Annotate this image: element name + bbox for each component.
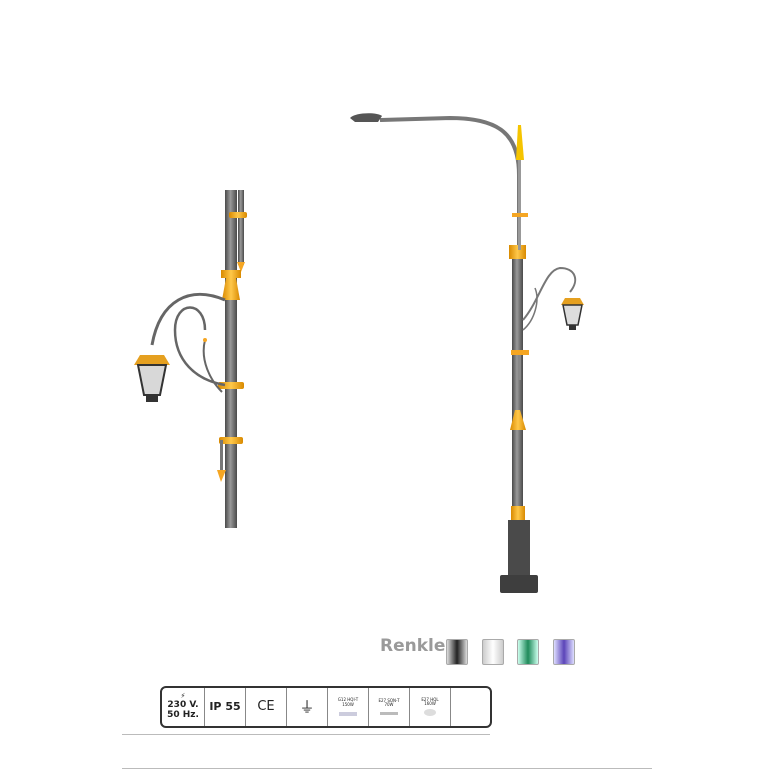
lamp-cell-1: G12 HQI-T 150W (328, 688, 369, 726)
lamp-label: G12 HQI-T (337, 697, 359, 703)
lamp-label: E27 SON-T (378, 697, 400, 703)
divider (122, 734, 490, 735)
voltage: 230 V. (167, 699, 199, 710)
color-swatch-green[interactable] (517, 639, 539, 665)
ip-cell: IP 55 (205, 688, 246, 726)
lamp-watt: 70W (384, 702, 394, 707)
bulb-icon (339, 711, 357, 716)
colors-label: Renkler (380, 636, 454, 656)
right-pole-lamp (350, 113, 584, 593)
lamp-cell-2: E27 SON-T 70W (369, 688, 410, 726)
divider (122, 768, 652, 769)
bulb-icon (380, 712, 398, 716)
lamp-watt: 160W (424, 701, 436, 706)
color-swatch-purple[interactable] (553, 639, 575, 665)
frequency: 50 Hz. (167, 709, 199, 720)
bulb-icon (424, 709, 436, 717)
spec-bar: ⚡ 230 V. 50 Hz. IP 55 CE ⏚ G12 HQI-T 150… (160, 686, 492, 728)
earth-ground-icon: ⏚ (299, 697, 315, 716)
empty-cell (451, 688, 490, 726)
color-swatch-black[interactable] (446, 639, 468, 665)
ce-mark-icon: CE (257, 698, 275, 714)
ip-rating: IP 55 (209, 699, 241, 713)
ground-cell: ⏚ (287, 688, 328, 726)
power-cell: ⚡ 230 V. 50 Hz. (162, 688, 205, 726)
left-pole-lamp (134, 190, 247, 528)
lamp-cell-3: E27 HQL 160W (410, 688, 451, 726)
lamp-watt: 150W (342, 701, 354, 707)
color-swatch-white[interactable] (482, 639, 504, 665)
lightning-icon: ⚡ (180, 692, 186, 701)
lamp-label: E27 HQL (421, 696, 439, 702)
ce-cell: CE (246, 688, 287, 726)
